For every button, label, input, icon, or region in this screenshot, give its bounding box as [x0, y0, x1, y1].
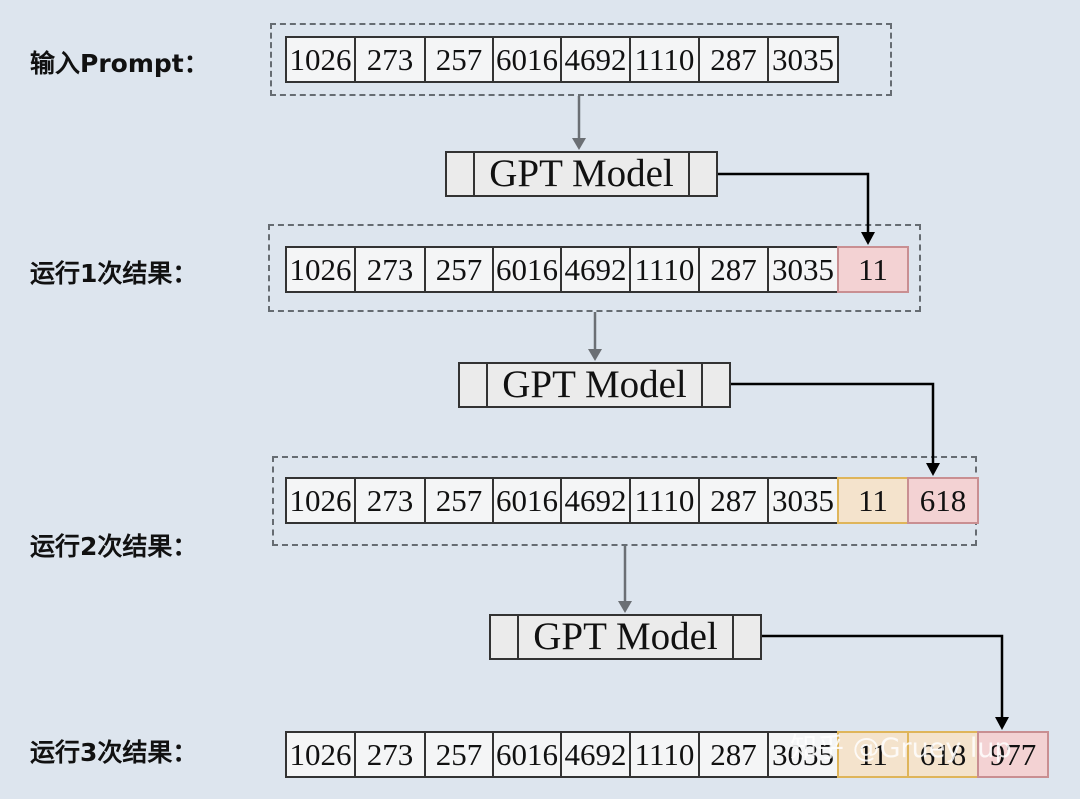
prompt-token: 1026 [285, 36, 356, 83]
gray-arrow-1 [572, 96, 586, 150]
generated-token: 618 [907, 731, 979, 778]
label-run3: 运行3次结果： [30, 738, 198, 767]
prompt-token: 3035 [767, 36, 839, 83]
generated-token: 11 [837, 477, 909, 524]
gpt-model-box-3: GPT Model [489, 614, 762, 660]
gpt-model-box-2: GPT Model [458, 362, 731, 408]
prompt-token: 3035 [767, 246, 839, 293]
new-token: 11 [837, 246, 909, 293]
prompt-token: 3035 [767, 477, 839, 524]
model-right-cap [732, 616, 760, 658]
model-label: GPT Model [502, 363, 687, 406]
prompt-token: 287 [698, 731, 769, 778]
prompt-token: 257 [424, 36, 494, 83]
watermark: 知乎 @Gruey lup [790, 733, 1012, 764]
gray-arrow-2 [588, 312, 602, 361]
prompt-token: 1026 [285, 246, 356, 293]
generated-token: 11 [837, 731, 909, 778]
label-run2: 运行2次结果： [30, 532, 198, 561]
prompt-token: 1110 [629, 477, 700, 524]
prompt-token: 6016 [492, 246, 562, 293]
prompt-token: 257 [424, 477, 494, 524]
prompt-token: 273 [354, 731, 426, 778]
prompt-token: 257 [424, 246, 494, 293]
prompt-token: 1110 [629, 731, 700, 778]
model-left-cap [460, 364, 488, 406]
model-left-cap [447, 153, 475, 195]
prompt-token: 273 [354, 477, 426, 524]
prompt-token: 3035 [767, 731, 839, 778]
prompt-token: 6016 [492, 477, 562, 524]
gpt-model-box-1: GPT Model [445, 151, 718, 197]
model-right-cap [688, 153, 716, 195]
prompt-token: 6016 [492, 731, 562, 778]
new-token: 618 [907, 477, 979, 524]
prompt-token: 257 [424, 731, 494, 778]
label-prompt: 输入Prompt： [30, 49, 209, 78]
prompt-dashed-box [270, 23, 892, 96]
black-arrow-3 [762, 634, 1009, 730]
run1-dashed-box [268, 224, 921, 312]
prompt-token: 287 [698, 246, 769, 293]
prompt-token: 4692 [560, 36, 631, 83]
model-right-cap [701, 364, 729, 406]
prompt-token: 273 [354, 36, 426, 83]
prompt-token: 287 [698, 477, 769, 524]
gray-arrow-3 [618, 546, 632, 613]
prompt-token: 1110 [629, 246, 700, 293]
prompt-token: 1026 [285, 731, 356, 778]
prompt-token: 1026 [285, 477, 356, 524]
prompt-token: 4692 [560, 477, 631, 524]
label-run1: 运行1次结果： [30, 259, 198, 288]
black-arrow-2 [731, 382, 940, 476]
black-arrow-1 [718, 172, 875, 245]
model-label: GPT Model [533, 615, 718, 658]
new-token: 977 [977, 731, 1049, 778]
model-left-cap [491, 616, 519, 658]
prompt-token: 4692 [560, 246, 631, 293]
model-label: GPT Model [489, 152, 674, 195]
prompt-token: 287 [698, 36, 769, 83]
prompt-token: 6016 [492, 36, 562, 83]
prompt-token: 273 [354, 246, 426, 293]
